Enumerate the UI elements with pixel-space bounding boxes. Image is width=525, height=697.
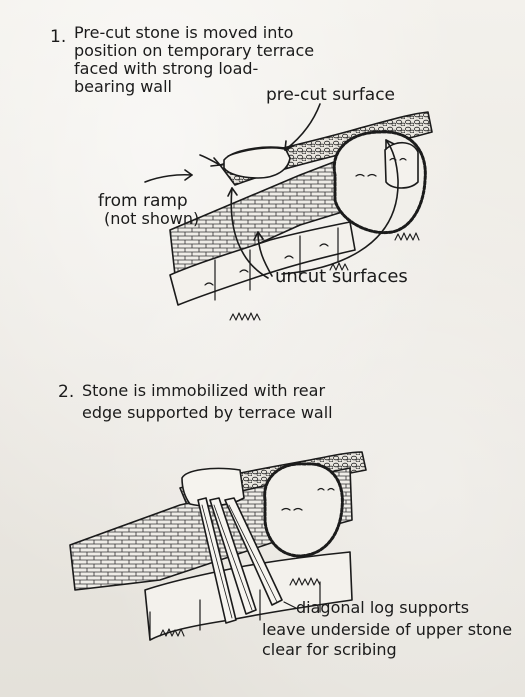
step1-precut-stone — [223, 146, 291, 179]
log-support-2 — [209, 497, 257, 615]
step1-number: 1. — [50, 27, 66, 47]
label-from-ramp: from ramp — [98, 191, 188, 211]
log-label-pointer — [283, 601, 297, 609]
step2-right-stone — [263, 462, 344, 558]
step1-arrow-uncut-mid — [257, 231, 273, 277]
step1-text: 1. Pre-cut stone is moved into position … — [50, 23, 408, 287]
step1-arrow-precut — [284, 103, 321, 151]
label-not-shown: (not shown) — [104, 209, 199, 228]
label-precut-surface: pre-cut surface — [266, 85, 395, 105]
step2-grass — [159, 577, 321, 637]
step1-arrow-uncut-right — [281, 139, 399, 275]
step2-number: 2. — [58, 382, 74, 402]
step1-caption-line-3: faced with strong load- — [74, 59, 258, 78]
step1-arrow-ramp-top — [199, 154, 221, 166]
step2-illustration — [69, 451, 367, 641]
step1-arrow-uncut-left — [230, 187, 269, 279]
label-uncut-surfaces: uncut surfaces — [275, 266, 408, 287]
label-log-supports-2: leave underside of upper stone — [262, 620, 512, 639]
step1-caption-line-1: Pre-cut stone is moved into — [74, 23, 293, 42]
step1-lower-stones — [169, 221, 356, 306]
log-support-3 — [224, 497, 283, 606]
label-log-supports-3: clear for scribing — [262, 640, 397, 659]
step1-illustration — [144, 103, 433, 321]
step1-arrow-ramp — [144, 173, 193, 183]
step1-caption-line-4: bearing wall — [74, 77, 172, 96]
step2-caption-line-1: Stone is immobilized with rear — [82, 381, 325, 400]
step2-text: 2. Stone is immobilized with rear edge s… — [58, 381, 512, 659]
step2-caption-line-2: edge supported by terrace wall — [82, 403, 333, 422]
label-log-supports-1: diagonal log supports — [296, 598, 469, 617]
step1-caption-line-2: position on temporary terrace — [74, 41, 314, 60]
